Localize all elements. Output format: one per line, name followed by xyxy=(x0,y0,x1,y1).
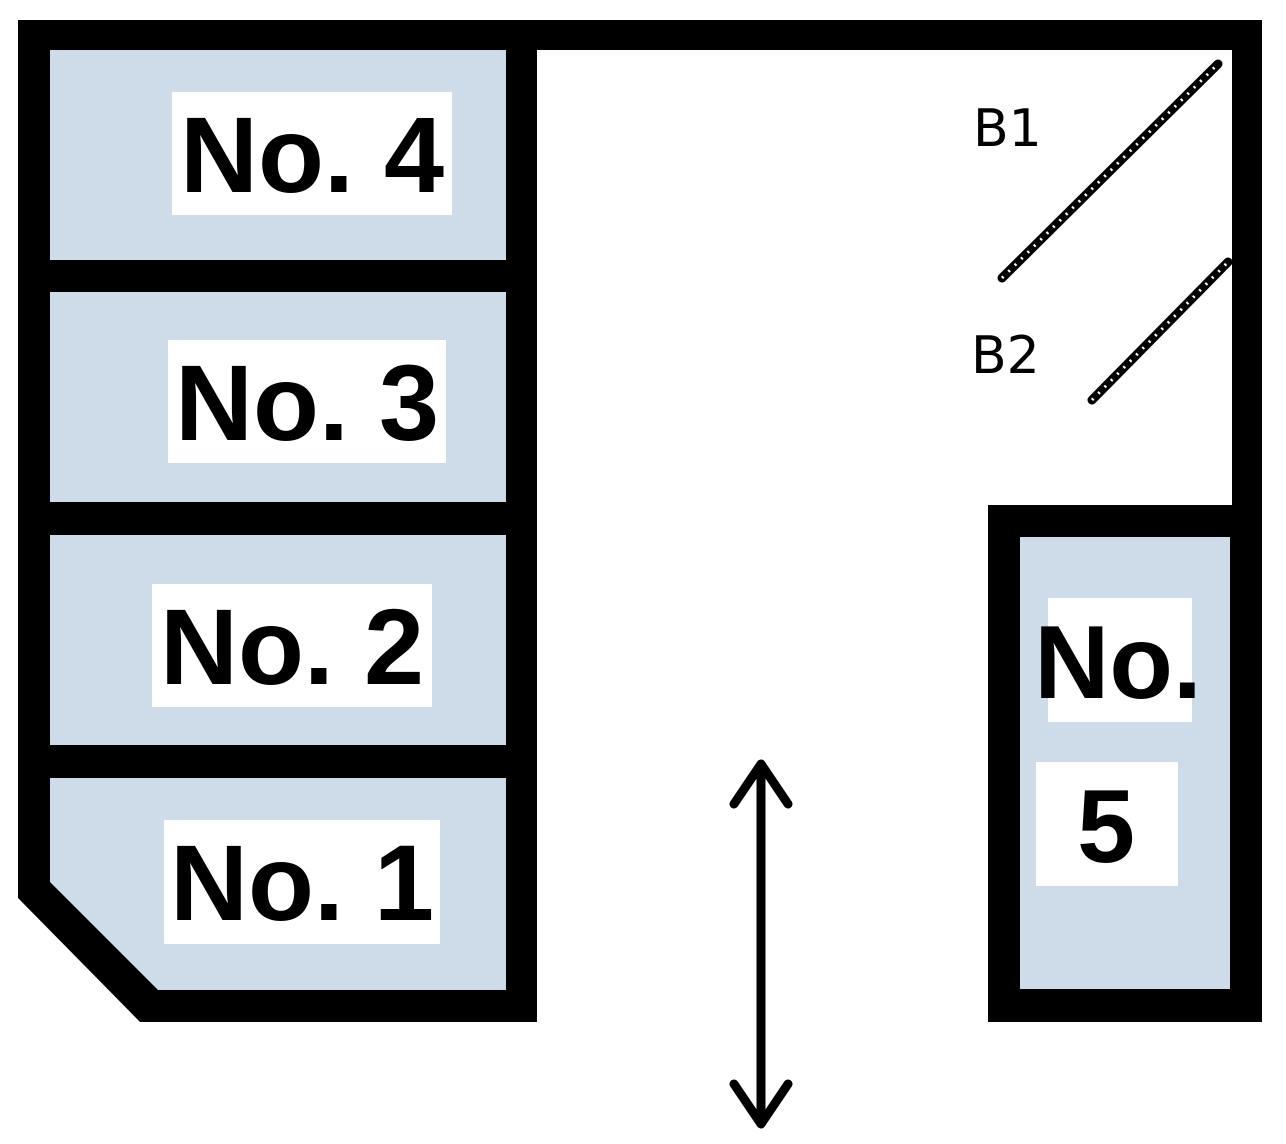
door-b2-label: B2 xyxy=(971,326,1040,386)
room-2: No. 2 xyxy=(50,535,506,745)
room-3: No. 3 xyxy=(50,292,506,502)
room-3-label-bg xyxy=(168,340,446,463)
room-5-label-line1: No. xyxy=(1034,605,1202,721)
room-4-label-bg xyxy=(172,92,452,215)
room-5: No. 5 xyxy=(1020,537,1230,989)
room-5-label-bg-top xyxy=(1048,598,1192,722)
room-4-label: No. 4 xyxy=(180,94,444,215)
room-1: No. 1 xyxy=(50,778,506,990)
room-3-label: No. 3 xyxy=(175,342,439,463)
room-2-label-bg xyxy=(152,584,432,707)
room-1-label-bg xyxy=(164,820,440,944)
room-4: No. 4 xyxy=(50,50,506,260)
door-b1: B1 xyxy=(973,59,1223,283)
wall-divider xyxy=(50,745,506,778)
room-5-label-bg-bottom xyxy=(1036,762,1178,886)
room-1-label: No. 1 xyxy=(170,822,434,943)
double-arrow-vertical-icon xyxy=(729,759,793,1129)
wall-divider xyxy=(50,260,506,292)
wall-divider xyxy=(50,502,506,535)
room-5-label-line2: 5 xyxy=(1077,769,1135,885)
room-2-label: No. 2 xyxy=(160,586,424,707)
door-b2: B2 xyxy=(971,257,1233,405)
door-b1-label: B1 xyxy=(973,99,1042,159)
